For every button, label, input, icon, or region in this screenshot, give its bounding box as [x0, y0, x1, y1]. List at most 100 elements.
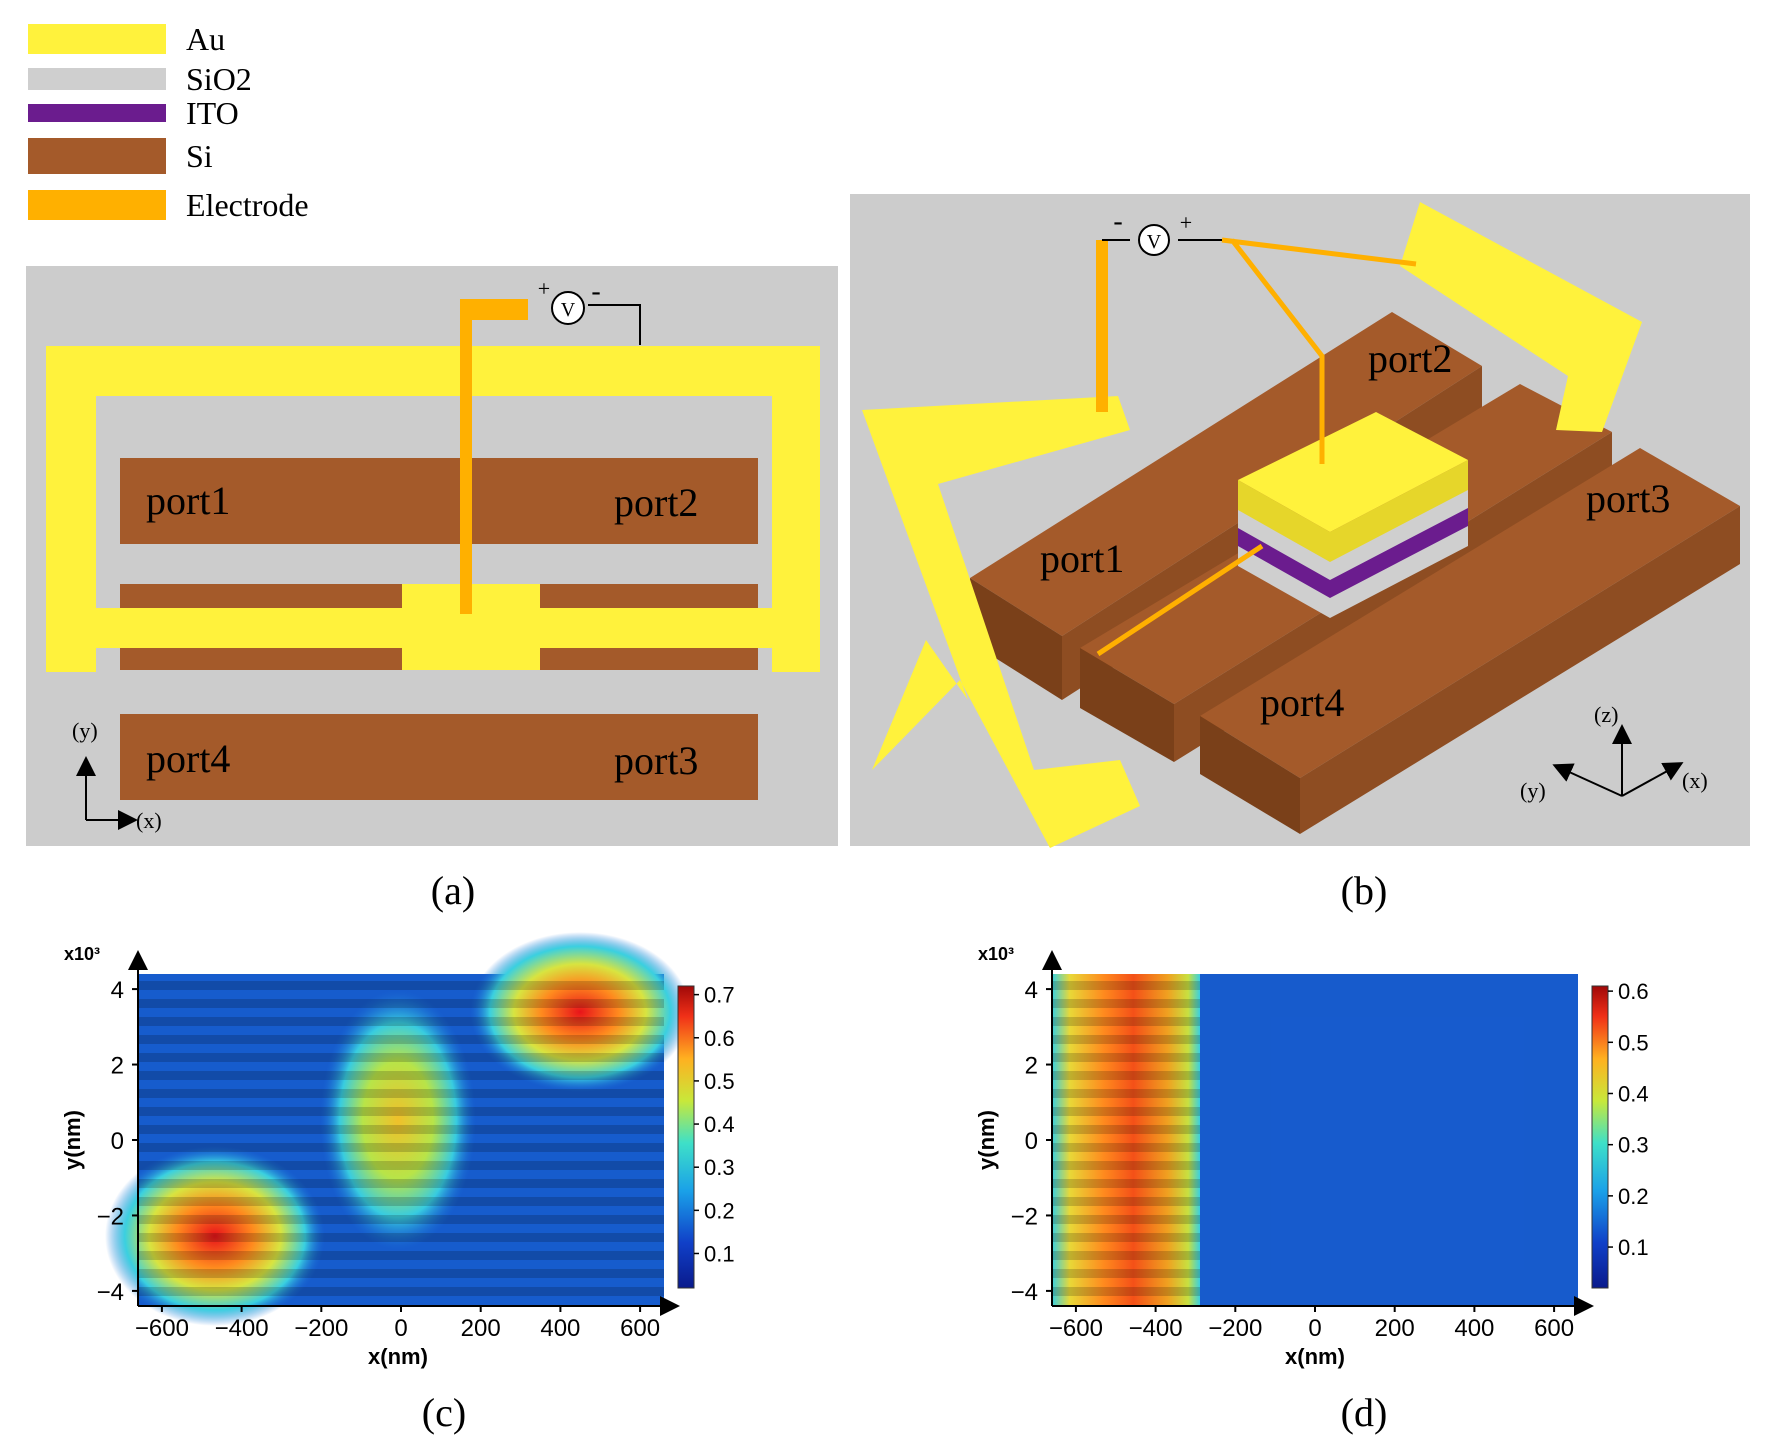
panel-a-waveguide-top: [120, 458, 758, 544]
legend-label-4: Electrode: [186, 187, 309, 223]
panel_d-y-tick-label-2: 0: [1025, 1128, 1038, 1155]
panel_d-colorbar-tick-label-0: 0.1: [1618, 1235, 1649, 1260]
panel-a-gold-frame: [46, 346, 820, 672]
legend-swatch-3: [28, 138, 166, 174]
panel-b-stack-sio2-top: [1238, 488, 1468, 580]
panel-d-colorbar: [1591, 985, 1609, 1289]
panel-c-y-multiplier: x10³: [64, 944, 100, 964]
panel_c-colorbar-tick-label-0: 0.1: [704, 1241, 735, 1266]
panel_c-colorbar-tick-label-2: 0.3: [704, 1155, 735, 1180]
panel-d-fringes: [1052, 974, 1200, 1306]
panel-b-electrode-bottom: [1096, 543, 1264, 657]
panel-b-stack-ito: [1238, 504, 1468, 598]
panel-b-electrode-right: [1221, 237, 1417, 464]
panel-a-caption: (a): [431, 868, 475, 913]
panel_c-x-tick-label-5: 400: [540, 1315, 580, 1342]
panel_c-y-tick-label-2: 0: [111, 1128, 124, 1155]
panel-b-caption: (b): [1341, 868, 1388, 913]
panel-a-voltage-source: [551, 291, 585, 325]
panel_c-y-tick-label-4: 4: [111, 977, 124, 1004]
panel_c-colorbar-tick-label-5: 0.6: [704, 1026, 735, 1051]
panel-b-waveguide-3-top: [1200, 448, 1740, 778]
legend-swatch-2: [28, 104, 166, 122]
panel-b-x-axis-label: (x): [1682, 768, 1708, 793]
panel-c-x-axis-label: x(nm): [368, 1344, 428, 1369]
panel-b-port1-label: port1: [1040, 536, 1124, 581]
panel-b-z-axis-label: (z): [1594, 702, 1618, 727]
panel-a-port1-label: port1: [146, 478, 230, 523]
panel_d-y-tick-label-4: 4: [1025, 977, 1038, 1004]
panel-b-voltage-source: [1138, 224, 1170, 256]
panel-a-waveguide-bottom: [120, 714, 758, 800]
panel-b-waveguide-2-front: [1080, 648, 1174, 762]
panel-b-stack-au-front: [1238, 460, 1468, 562]
panel-b-x-axis-arrow: [1621, 762, 1684, 797]
panel-b-waveguide-1-top: [970, 312, 1482, 636]
panel_d-y-tick-label-3: 2: [1025, 1053, 1038, 1080]
panel-b-voltage-symbol: V: [1147, 231, 1162, 253]
panel_d-colorbar-tick-label-2: 0.3: [1618, 1133, 1649, 1158]
panel-a-wire: [588, 304, 641, 345]
legend-swatch-1: [28, 68, 166, 90]
legend-swatch-0: [28, 24, 166, 54]
panel-a-plus: +: [538, 276, 550, 301]
panel_c-x-tick-label-4: 200: [461, 1315, 501, 1342]
panel-a-minus: -: [591, 276, 600, 307]
panel_d-y-tick-label-1: −2: [1011, 1203, 1038, 1230]
panel-b-gold-contact-left: [862, 396, 1140, 848]
panel-a-x-axis-label: (x): [136, 808, 162, 833]
panel_d-x-tick-label-1: −400: [1129, 1315, 1183, 1342]
panel-b-stack-au-top: [1238, 412, 1468, 532]
panel-c-fringes: [138, 974, 664, 1306]
panel-b-port2-label: port2: [1368, 336, 1452, 381]
panel-b-port4-label: port4: [1260, 680, 1344, 725]
panel-b-port3-label: port3: [1586, 476, 1670, 521]
panel_c-colorbar-tick-label-3: 0.4: [704, 1112, 735, 1137]
panel-a: V + - port1 port2 port4 port3 (y) (x) (a…: [26, 266, 838, 913]
panel_d-x-tick-label-6: 600: [1534, 1315, 1574, 1342]
panel-b-y-axis-label: (y): [1520, 778, 1546, 803]
panel-b-minus: -: [1113, 206, 1122, 237]
panel-d-x-axis-label: x(nm): [1285, 1344, 1345, 1369]
legend-label-0: Au: [186, 21, 225, 57]
panel_d-colorbar-tick-label-1: 0.2: [1618, 1184, 1649, 1209]
panel_d-x-tick-label-3: 0: [1308, 1315, 1321, 1342]
panel-d-y-multiplier: x10³: [978, 944, 1014, 964]
panel-a-port4-label: port4: [146, 736, 230, 781]
panel_c-y-tick-label-0: −4: [97, 1279, 124, 1306]
panel_c-x-tick-label-1: −400: [215, 1315, 269, 1342]
panel-c-caption: (c): [422, 1390, 466, 1435]
panel_d-colorbar-tick-label-5: 0.6: [1618, 979, 1649, 1004]
panel_d-x-tick-label-4: 200: [1375, 1315, 1415, 1342]
panel_c-colorbar-tick-label-4: 0.5: [704, 1069, 735, 1094]
panel-b-plus: +: [1180, 210, 1192, 235]
panel-a-y-axis-label: (y): [72, 718, 98, 743]
panel-b-waveguide-3-front: [1200, 716, 1300, 834]
panel-d-caption: (d): [1341, 1390, 1388, 1435]
panel_d-y-tick-label-0: −4: [1011, 1279, 1038, 1306]
panel-b-gold-contact-right: [1400, 202, 1642, 432]
legend-label-3: Si: [186, 138, 213, 174]
panel-d-y-axis-label: y(nm): [974, 1110, 999, 1170]
panel_d-x-tick-label-0: −600: [1049, 1315, 1103, 1342]
panel-b-waveguide-3-side: [1300, 506, 1740, 834]
panel_d-colorbar-tick-label-4: 0.5: [1618, 1030, 1649, 1055]
panel-b-waveguide-1-front: [970, 578, 1062, 700]
panel-a-port2-label: port2: [614, 480, 698, 525]
panel_c-x-tick-label-3: 0: [394, 1315, 407, 1342]
panel-a-electrode-tab: [460, 300, 528, 320]
panel_c-x-tick-label-2: −200: [294, 1315, 348, 1342]
legend-swatch-4: [28, 190, 166, 220]
panel-a-port3-label: port3: [614, 738, 698, 783]
panel_d-x-tick-label-5: 400: [1454, 1315, 1494, 1342]
legend-label-2: ITO: [186, 95, 239, 131]
panel_d-x-tick-label-2: −200: [1208, 1315, 1262, 1342]
panel_c-x-tick-label-0: −600: [135, 1315, 189, 1342]
panel-c-colorbar: [677, 985, 695, 1289]
panel-b-y-axis-arrow: [1552, 763, 1623, 797]
panel-a-voltage-symbol: V: [561, 299, 576, 321]
